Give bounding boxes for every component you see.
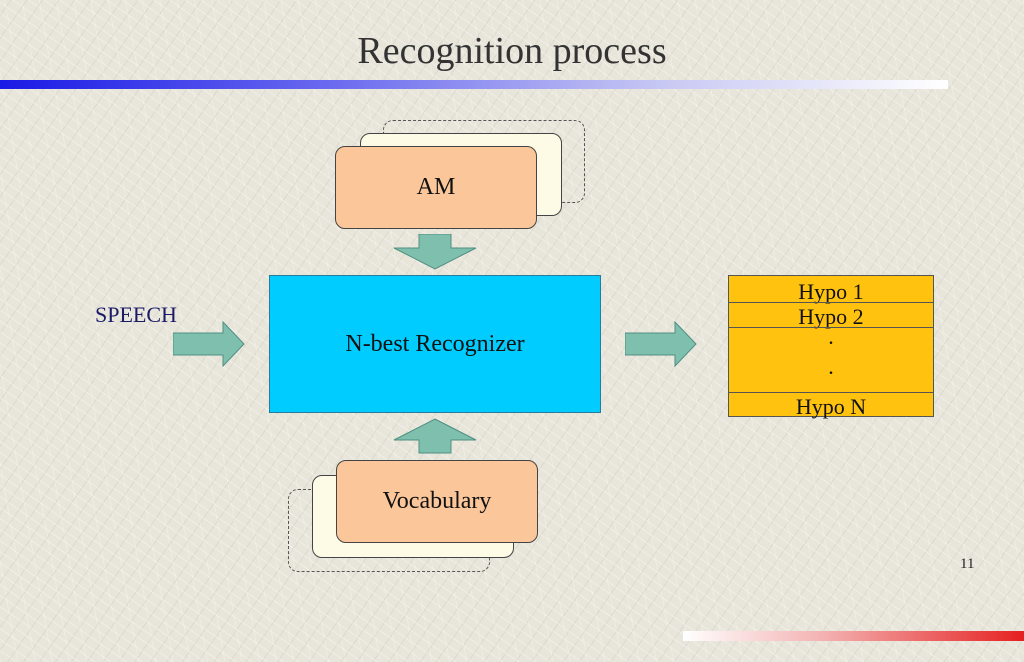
- slide-title: Recognition process: [357, 30, 667, 72]
- title-underline-bar: [0, 80, 948, 89]
- hypothesis-divider: [729, 327, 933, 328]
- vocabulary-label: Vocabulary: [382, 488, 492, 514]
- output-arrow-icon: [625, 321, 697, 367]
- up-arrow-icon: [393, 418, 477, 454]
- hypothesis-item-2: Hypo 2: [798, 304, 864, 329]
- am-label: AM: [416, 174, 456, 200]
- down-arrow-icon: [393, 234, 477, 270]
- am-box: AM: [335, 146, 537, 229]
- vocabulary-box: Vocabulary: [336, 460, 538, 543]
- hypothesis-list: Hypo 1 Hypo 2 . . Hypo N: [728, 275, 934, 419]
- hypothesis-divider: [729, 392, 933, 393]
- footer-accent-bar: [683, 631, 1024, 641]
- hypothesis-item-n: Hypo N: [795, 394, 867, 419]
- hypothesis-divider: [729, 302, 933, 303]
- page-number: 11: [960, 556, 975, 572]
- ellipsis-dot: .: [828, 354, 834, 379]
- ellipsis-dot: .: [828, 324, 834, 349]
- hypothesis-item-1: Hypo 1: [798, 279, 864, 304]
- speech-label: SPEECH: [95, 302, 177, 327]
- n-best-recognizer-box: N-best Recognizer: [269, 275, 601, 413]
- right-arrow-icon: [173, 321, 245, 367]
- recognizer-label: N-best Recognizer: [345, 330, 525, 357]
